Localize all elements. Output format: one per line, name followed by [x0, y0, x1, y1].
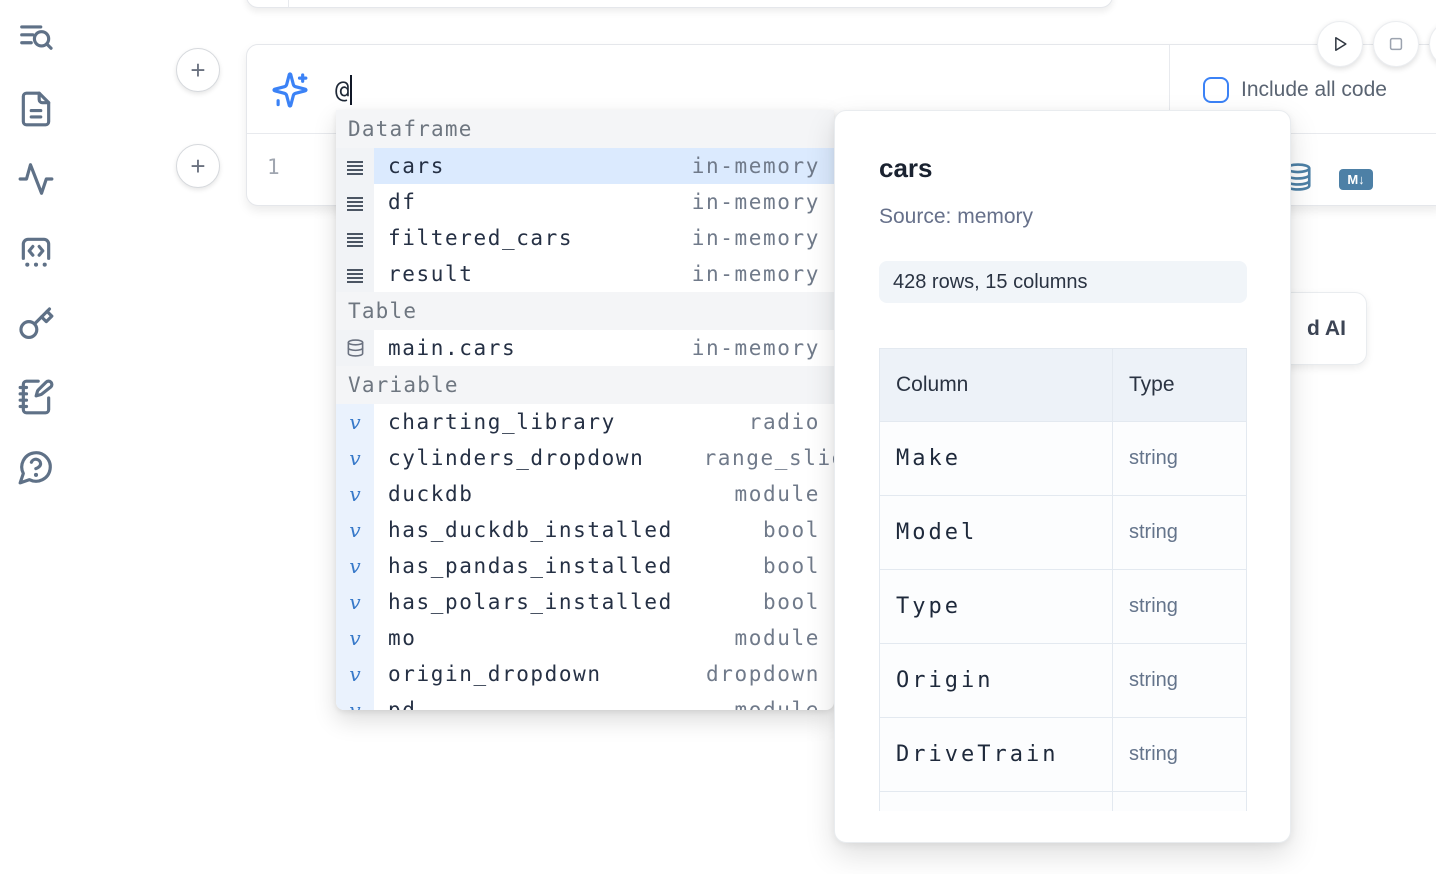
column-header: Column: [879, 348, 1113, 422]
table-database-icon: [336, 330, 374, 366]
run-cell-button[interactable]: [1317, 21, 1363, 67]
prompt-text: @: [335, 75, 350, 104]
sidebar-scratchpad-icon[interactable]: [17, 378, 55, 416]
section-header-table: Table: [336, 292, 834, 330]
line-number: 1: [267, 155, 280, 179]
dataframe-preview-popover: cars Source: memory 428 rows, 15 columns…: [834, 110, 1291, 843]
sparkles-icon: [271, 71, 309, 109]
section-header-variable: Variable: [336, 366, 834, 404]
variable-icon: v: [336, 548, 374, 584]
sidebar-key-icon[interactable]: [17, 305, 55, 343]
ai-prompt-input[interactable]: @: [335, 45, 1165, 134]
text-caret: [350, 74, 353, 105]
schema-row: Origin string: [879, 643, 1247, 718]
variable-icon: v: [336, 584, 374, 620]
type-header: Type: [1112, 348, 1247, 422]
dataframe-icon: [336, 184, 374, 220]
prompt-divider: [1169, 45, 1170, 134]
dataframe-icon: [336, 220, 374, 256]
variable-icon: v: [336, 656, 374, 692]
variable-icon: v: [336, 512, 374, 548]
preview-source: Source: memory: [879, 205, 1034, 228]
schema-table-wrap: Column Type Make string Model string Typ…: [879, 348, 1247, 811]
schema-row: Model string: [879, 495, 1247, 570]
markdown-icon[interactable]: M↓: [1339, 169, 1373, 190]
sidebar-snippets-icon[interactable]: [17, 233, 55, 271]
previous-cell-card: [246, 0, 1113, 8]
shape-badge: 428 rows, 15 columns: [879, 261, 1247, 303]
variable-icon: v: [336, 404, 374, 440]
dataframe-icon: [336, 148, 374, 184]
add-cell-above-button[interactable]: +: [176, 48, 220, 92]
schema-row: DriveTrain string: [879, 717, 1247, 792]
preview-title: cars: [879, 153, 933, 183]
schema-header-row: Column Type: [879, 348, 1247, 422]
dataframe-icon: [336, 256, 374, 292]
sidebar-file-icon[interactable]: [17, 90, 55, 128]
gutter-divider: [288, 0, 289, 7]
schema-row: Make string: [879, 421, 1247, 496]
schema-row-partial: [879, 791, 1247, 811]
schema-table: Column Type Make string Model string Typ…: [879, 348, 1247, 811]
variable-icon: v: [336, 476, 374, 512]
variable-icon: v: [336, 692, 374, 710]
stop-button[interactable]: [1373, 21, 1419, 67]
sidebar-help-icon[interactable]: [17, 448, 55, 486]
add-cell-below-button[interactable]: +: [176, 144, 220, 188]
include-all-code-label: Include all code: [1241, 77, 1387, 101]
section-header-dataframe: Dataframe: [336, 110, 834, 148]
sidebar-activity-icon[interactable]: [17, 160, 55, 198]
include-all-code-checkbox[interactable]: [1203, 76, 1229, 103]
variable-icon: v: [336, 440, 374, 476]
sidebar-toc-search-icon[interactable]: [17, 19, 55, 57]
schema-row: Type string: [879, 569, 1247, 644]
variable-icon: v: [336, 620, 374, 656]
